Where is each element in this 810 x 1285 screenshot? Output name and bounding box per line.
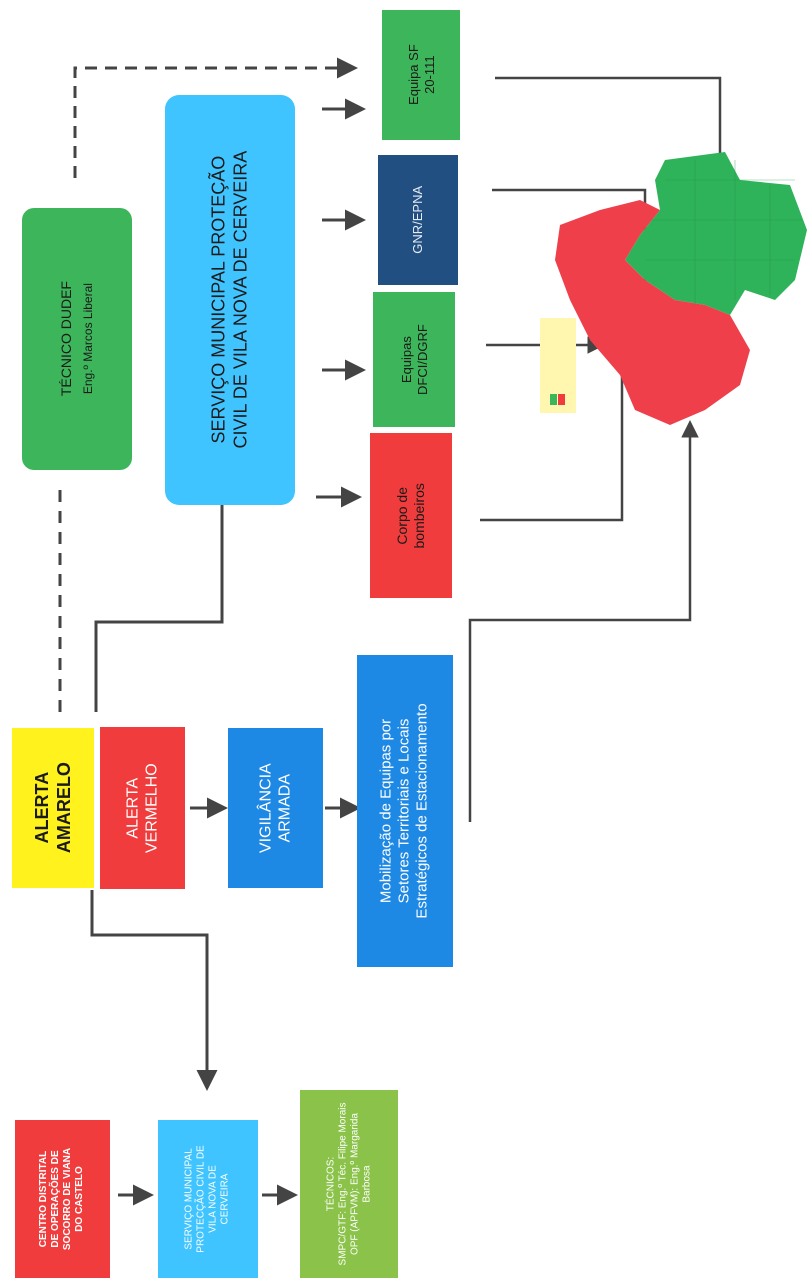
bombeiros-box: Corpo de bombeiros: [370, 433, 452, 598]
mobilizacao-line2: Setores Territoriais e Locais: [396, 718, 413, 904]
equipas-dfci-box: Equipas DFCI/DGRF: [373, 292, 455, 427]
arrow-alerta-smpc-small: [90, 890, 218, 1091]
tecnicos-box: TÉCNICOS: SMPC/GTF: Eng.º Téc. Filipe Mo…: [300, 1090, 398, 1278]
smpc-main-line1: SERVIÇO MUNICIPAL PROTEÇÃO: [208, 156, 229, 444]
legend-green-swatch: [550, 394, 557, 405]
mobilizacao-line1: Mobilização de Equipas por: [378, 718, 395, 904]
gnr-label: GNR/EPNA: [410, 186, 426, 254]
cdos-line2: DE OPERAÇÕES DE: [50, 1150, 62, 1248]
smpc-small-box: SERVIÇO MUNICIPAL PROTECÇÃO CIVIL DE VIL…: [158, 1120, 258, 1278]
region-map: [555, 152, 807, 425]
vigilancia-line2: ARMADA: [276, 773, 294, 843]
equipas-dfci-line1: Equipas: [398, 336, 414, 383]
cdos-box: CENTRO DISTRITAL DE OPERAÇÕES DE SOCORRO…: [15, 1120, 110, 1278]
smpc-small-line1: SERVIÇO MUNICIPAL: [184, 1148, 195, 1250]
tecnicos-line2: SMPC/GTF: Eng.º Téc. Filipe Morais: [337, 1102, 349, 1266]
alerta-vermelho-box: ALERTA VERMELHO: [100, 727, 185, 889]
alerta-amarelo-box: ALERTA AMARELO: [12, 728, 94, 888]
tecnico-dudef-box: TÉCNICO DUDEF Eng.º Marcos Liberal: [22, 208, 132, 470]
vigilancia-box: VIGILÂNCIA ARMADA: [228, 728, 323, 888]
dashed-connector-top: [73, 57, 358, 178]
mobilizacao-box: Mobilização de Equipas por Setores Terri…: [357, 655, 453, 967]
arrow-bombeiros-map: [480, 345, 631, 522]
cdos-line1: CENTRO DISTRITAL: [38, 1150, 50, 1248]
alerta-vermelho-line2: VERMELHO: [143, 763, 161, 853]
equipa-sf-line1: Equipa SF: [405, 44, 421, 106]
tecnicos-line3: OPF (APFVM): Eng.º Margarida: [349, 1112, 361, 1256]
smpc-small-line3: VILA NOVA DE: [208, 1165, 219, 1233]
legend-red-swatch: [558, 394, 565, 405]
alerta-amarelo-line2: AMARELO: [53, 762, 73, 854]
smpc-small-line4: CERVEIRA: [220, 1173, 231, 1225]
equipas-dfci-line2: DFCI/DGRF: [414, 324, 429, 395]
tecnicos-line4: Barbosa: [361, 1165, 373, 1203]
map-green-area: [625, 152, 807, 315]
tecnico-dudef-title: TÉCNICO DUDEF: [58, 281, 75, 397]
vigilancia-line1: VIGILÂNCIA: [257, 763, 275, 853]
gnr-box: GNR/EPNA: [378, 155, 458, 285]
alerta-amarelo-line1: ALERTA: [31, 772, 52, 844]
map-legend: [540, 318, 576, 413]
smpc-main-line2: CIVIL DE VILA NOVA DE CERVEIRA: [230, 151, 250, 449]
bombeiros-line1: Corpo de: [394, 486, 411, 545]
map-grid-lines: [645, 160, 803, 305]
solid-connector-smpc: [94, 500, 224, 712]
mobilizacao-line3: Estratégicos de Estacionamento: [414, 703, 431, 919]
smpc-small-line2: PROTECÇÃO CIVIL DE: [196, 1145, 207, 1253]
bombeiros-line2: bombeiros: [411, 482, 427, 549]
tecnico-dudef-name: Eng.º Marcos Liberal: [81, 283, 96, 395]
cdos-line3: SOCORRO DE VIANA: [62, 1147, 74, 1251]
cdos-line4: DO CASTELO: [74, 1166, 86, 1232]
tecnicos-line1: TÉCNICOS:: [325, 1156, 337, 1212]
smpc-main-box: SERVIÇO MUNICIPAL PROTEÇÃO CIVIL DE VILA…: [165, 95, 295, 505]
equipa-sf-line2: 20-111: [420, 55, 436, 95]
equipa-sf-box: Equipa SF 20-111: [382, 10, 460, 140]
map-red-area: [555, 200, 750, 425]
alerta-vermelho-line1: ALERTA: [124, 777, 142, 839]
arrow-mobilizacao-map: [468, 420, 699, 822]
